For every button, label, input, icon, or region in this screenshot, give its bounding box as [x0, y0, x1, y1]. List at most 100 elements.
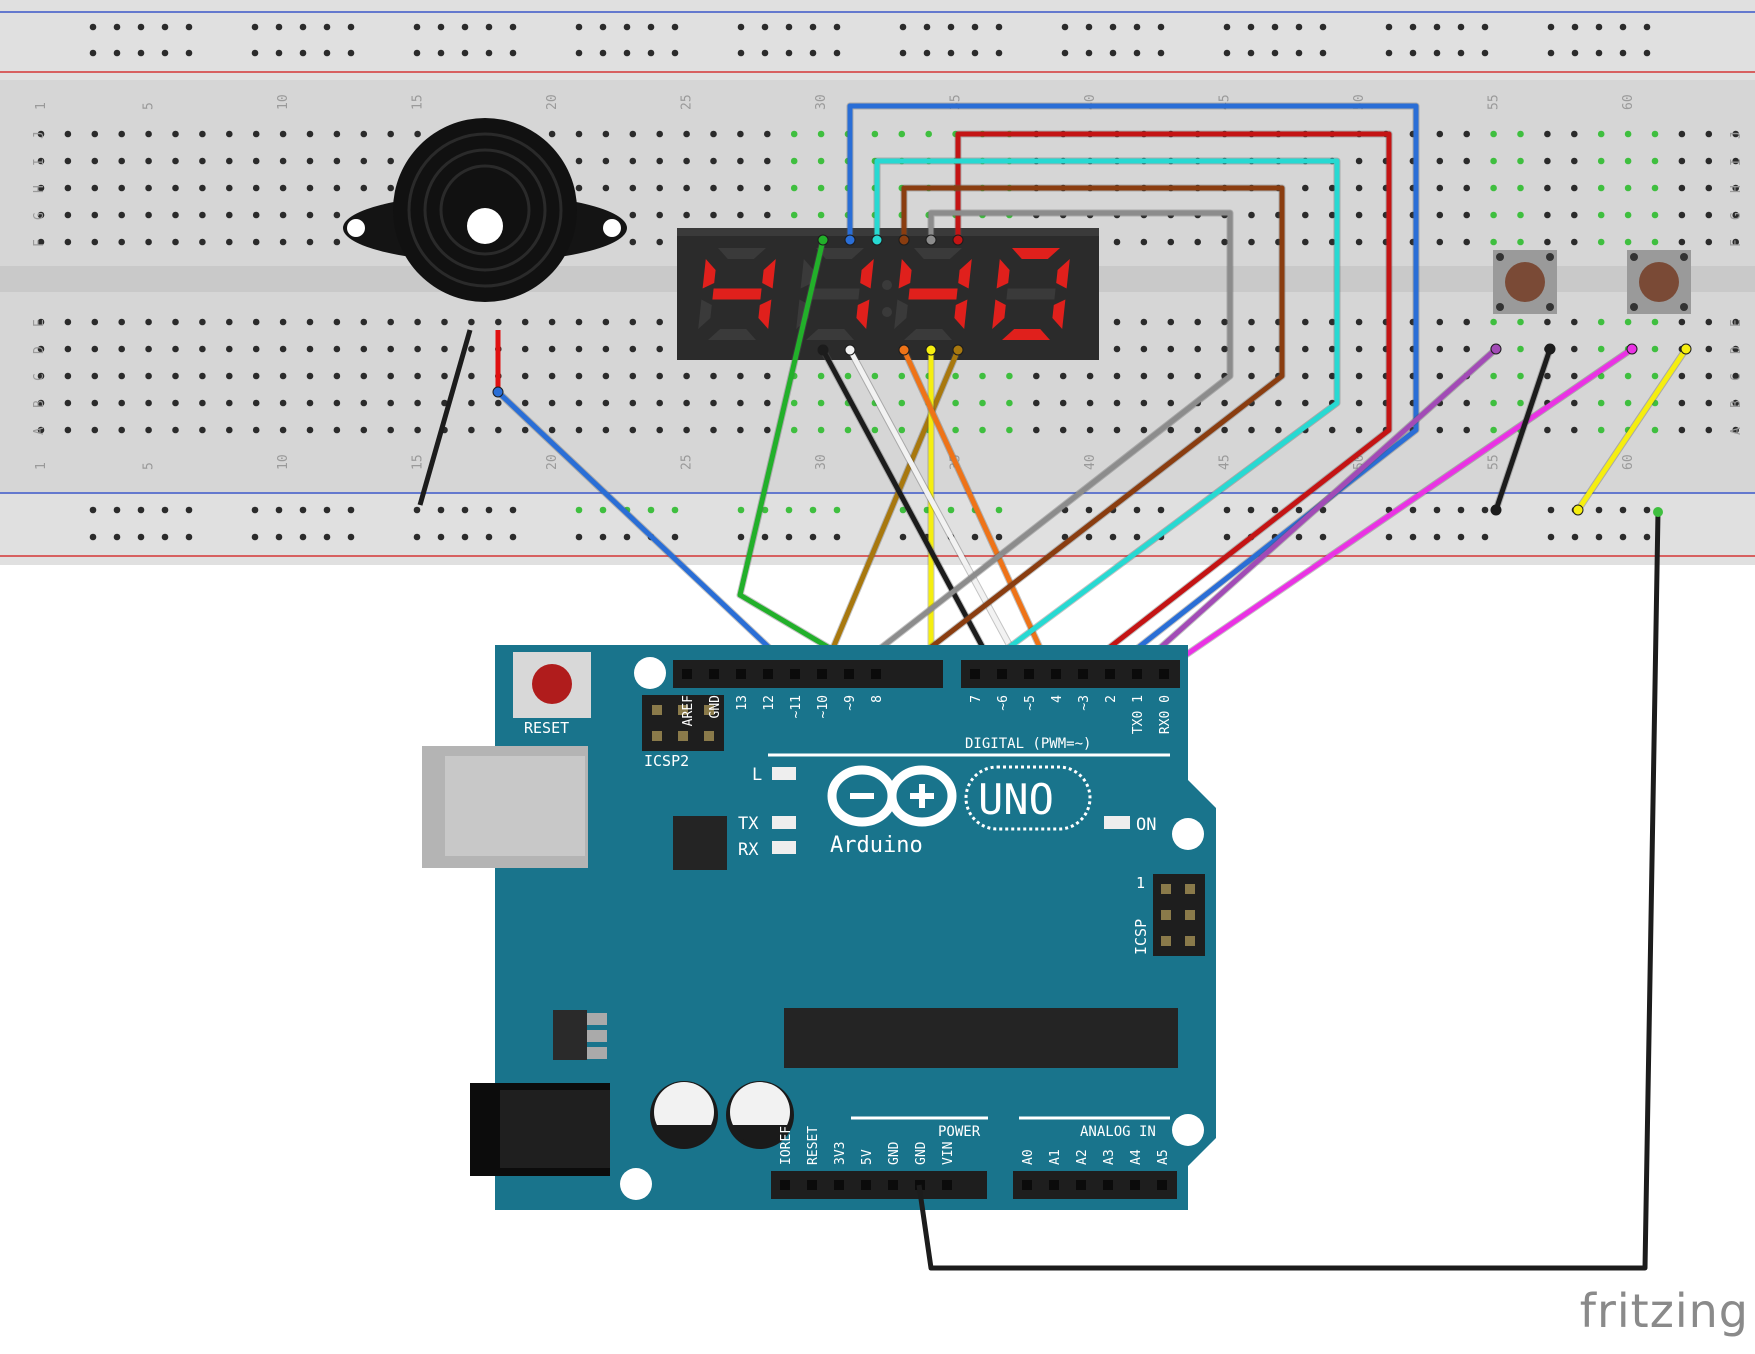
breadboard-hole	[252, 184, 260, 192]
breadboard-hole	[1705, 318, 1713, 326]
rail-hole	[323, 506, 331, 514]
breadboard-hole	[1678, 426, 1686, 434]
rail-hole	[1295, 533, 1303, 541]
breadboard-hole	[737, 184, 744, 192]
rail-hole	[347, 533, 355, 541]
header-pin	[871, 669, 881, 679]
breadboard-hole	[1678, 318, 1686, 326]
breadboard-hole	[737, 372, 744, 380]
breadboard-hole	[37, 426, 45, 434]
header-pin	[1159, 669, 1169, 679]
breadboard-hole	[737, 426, 744, 434]
led-l-label: L	[752, 765, 762, 785]
breadboard-hole	[387, 130, 395, 138]
breadboard-hole	[1463, 399, 1470, 407]
breadboard-hole	[64, 372, 72, 380]
push-button-2[interactable]	[1627, 250, 1691, 314]
breadboard-hole	[414, 372, 421, 380]
wire-orange	[901, 347, 1054, 675]
icsp-label: ICSP	[1132, 919, 1150, 955]
breadboard-hole	[360, 345, 368, 353]
breadboard-hole	[790, 184, 798, 192]
breadboard-hole	[145, 426, 152, 434]
breadboard-hole	[656, 238, 663, 246]
breadboard-hole	[333, 399, 341, 407]
breadboard-hole	[360, 399, 368, 407]
breadboard-hole	[817, 426, 825, 434]
breadboard-hole	[91, 238, 99, 246]
breadboard-hole	[145, 184, 152, 192]
rail-hole	[995, 23, 1003, 31]
breadboard-hole	[1355, 157, 1363, 165]
breadboard-hole	[1490, 372, 1497, 380]
icsp-pin	[704, 705, 714, 715]
wire-gray	[847, 210, 1233, 675]
breadboard-hole	[1355, 345, 1363, 353]
breadboard-hole	[1113, 238, 1121, 246]
header-pin	[807, 1180, 817, 1190]
breadboard-hole	[172, 157, 179, 165]
breadboard-hole	[226, 426, 233, 434]
breadboard-hole	[1248, 238, 1255, 246]
breadboard-hole	[306, 184, 314, 192]
display-segment	[996, 259, 1010, 289]
breadboard-hole	[1490, 184, 1497, 192]
breadboard-hole	[1705, 345, 1713, 353]
breadboard-hole	[172, 345, 179, 353]
breadboard-hole	[37, 399, 45, 407]
breadboard-hole	[521, 372, 529, 380]
rail-hole	[923, 23, 931, 31]
piezo-buzzer	[343, 118, 627, 506]
wire-end	[817, 234, 829, 246]
rail-hole	[251, 533, 259, 541]
breadboard-hole	[1651, 345, 1659, 353]
breadboard-hole	[1651, 211, 1659, 219]
breadboard-hole	[1463, 318, 1470, 326]
breadboard-hole	[199, 318, 206, 326]
wire-brown	[896, 185, 1285, 675]
wire-end	[952, 344, 964, 356]
breadboard-hole	[118, 130, 125, 138]
row-letter: D	[32, 346, 47, 354]
power-header	[771, 1171, 987, 1199]
breadboard-hole	[145, 130, 152, 138]
rail-hole	[299, 49, 307, 57]
column-number-bottom: 10	[276, 454, 291, 470]
seven-segment-display	[677, 228, 1099, 360]
breadboard-hole	[1436, 345, 1444, 353]
rail-hole	[899, 49, 907, 57]
breadboard-hole	[172, 184, 179, 192]
breadboard-hole	[737, 157, 744, 165]
rail-hole	[1595, 49, 1603, 57]
display-segment	[702, 259, 716, 289]
breadboard-hole	[1221, 426, 1228, 434]
rail-hole	[1133, 23, 1141, 31]
breadboard-hole	[548, 130, 556, 138]
rail-hole	[971, 23, 979, 31]
breadboard-hole	[1705, 130, 1713, 138]
breadboard-hole	[1624, 318, 1632, 326]
pin-label: A0	[1021, 1149, 1036, 1165]
wire-end	[1490, 343, 1502, 355]
rail-hole	[947, 49, 955, 57]
rail-hole	[833, 506, 841, 514]
breadboard-hole	[683, 426, 690, 434]
breadboard-hole	[252, 399, 260, 407]
breadboard-hole	[817, 372, 825, 380]
rail-hole	[1085, 49, 1093, 57]
pin-label: 13	[735, 695, 750, 711]
breadboard-hole	[1463, 184, 1470, 192]
breadboard-hole	[1678, 184, 1686, 192]
breadboard-hole	[91, 184, 99, 192]
push-button-1[interactable]	[1493, 250, 1557, 314]
breadboard-hole	[575, 130, 583, 138]
breadboard-hole	[1167, 318, 1175, 326]
led-on	[1104, 816, 1130, 829]
wire-blue	[495, 389, 798, 675]
breadboard-hole	[629, 211, 637, 219]
breadboard-hole	[1006, 399, 1013, 407]
rail-hole	[347, 23, 355, 31]
breadboard-hole	[737, 399, 744, 407]
breadboard-hole	[118, 372, 125, 380]
breadboard-hole	[37, 211, 45, 219]
